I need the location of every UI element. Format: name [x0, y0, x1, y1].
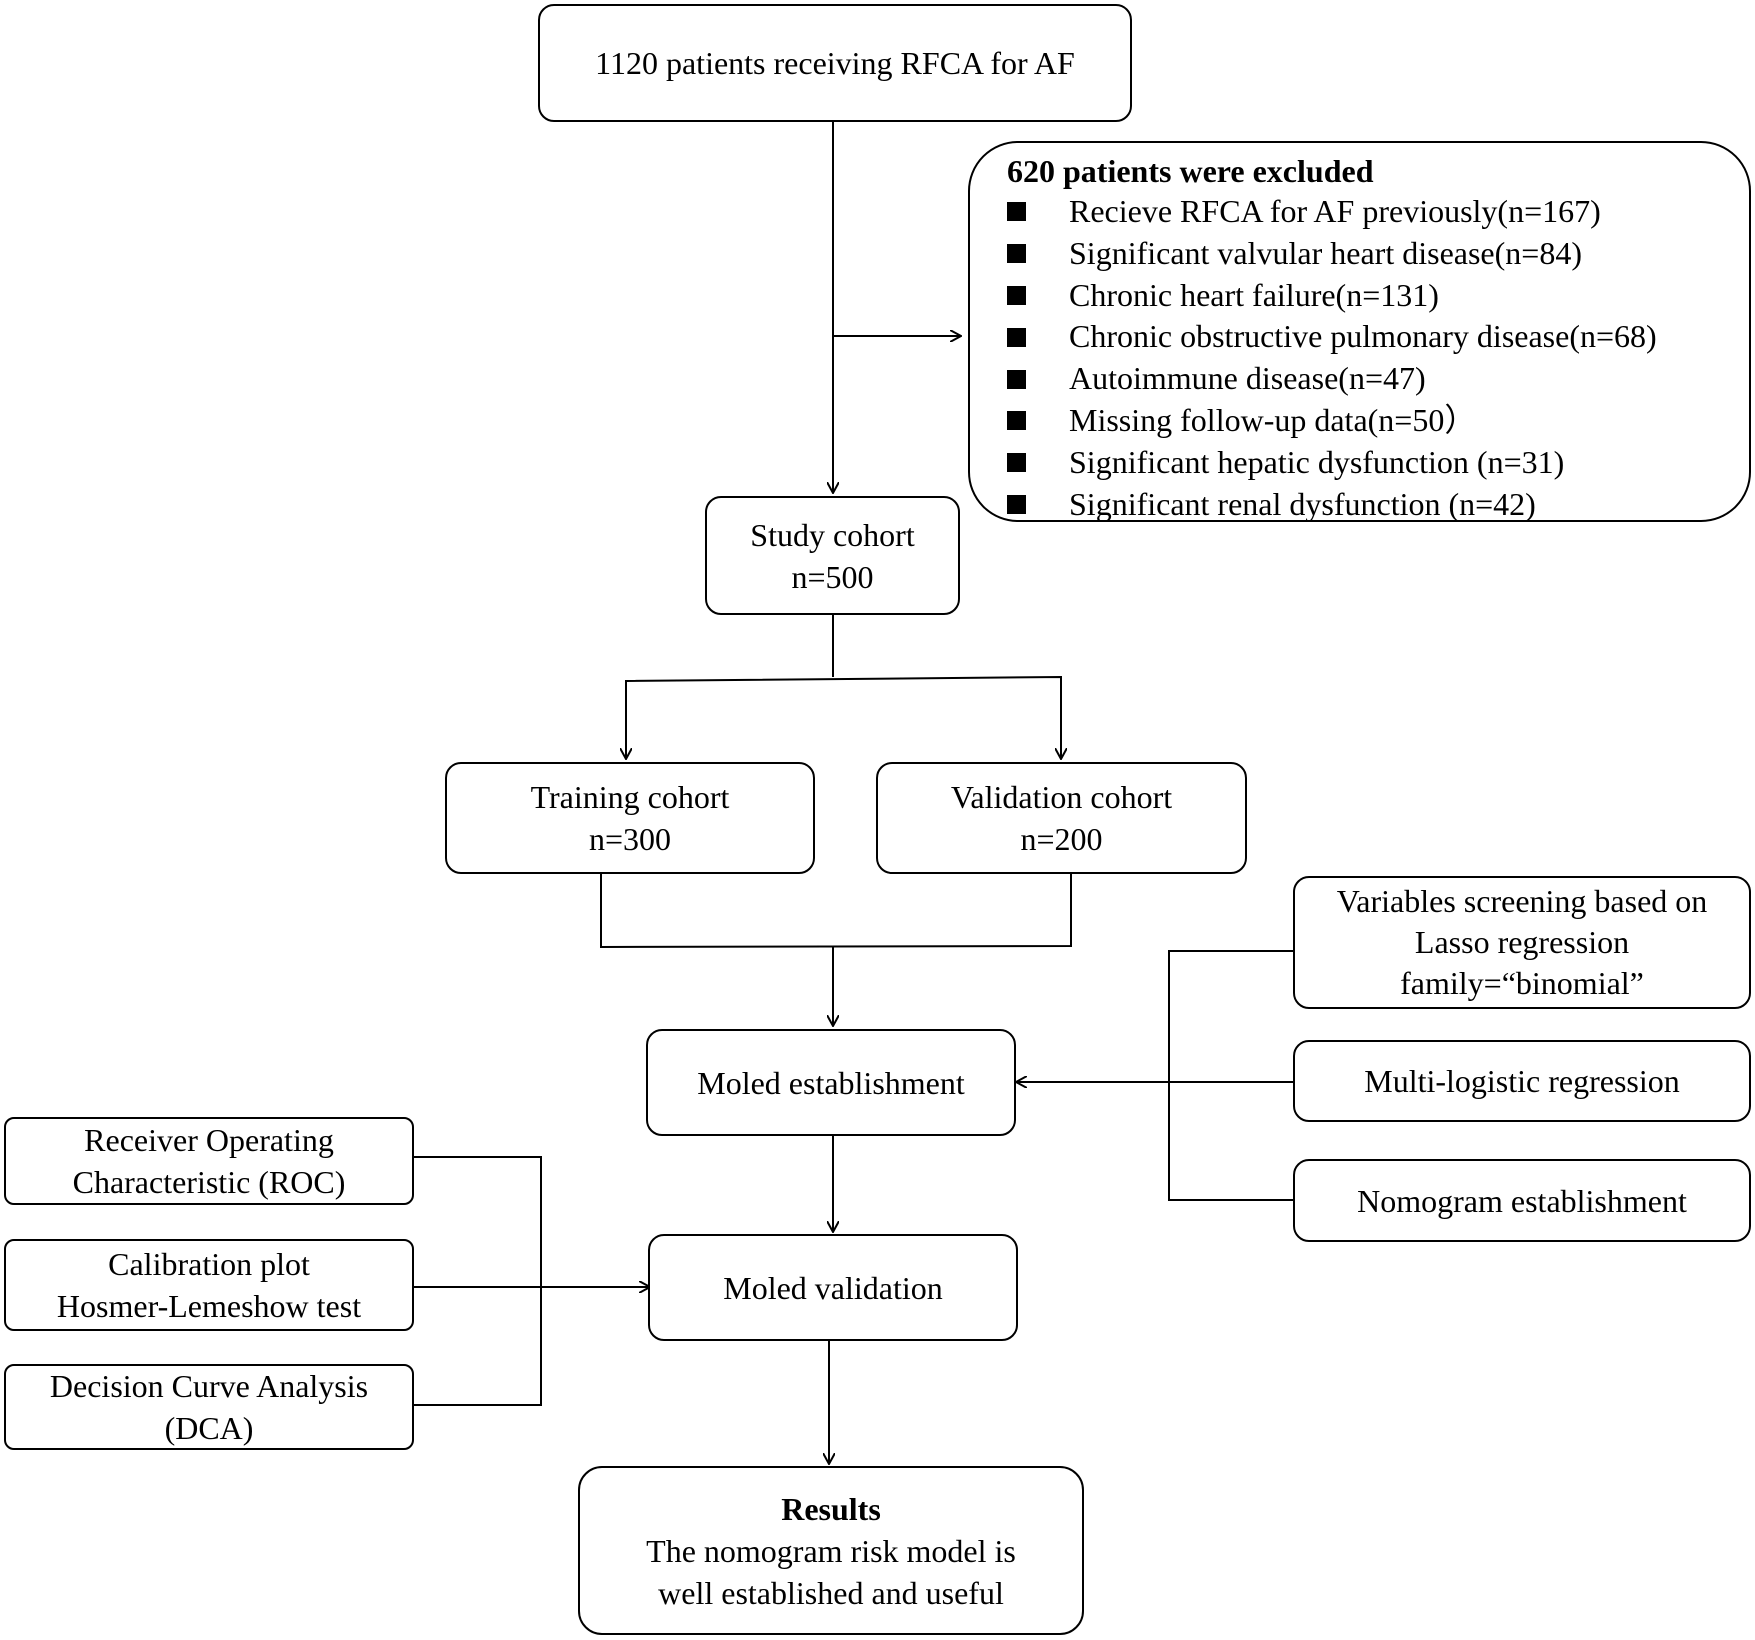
dca-box: Decision Curve Analysis (DCA): [4, 1364, 414, 1450]
line-split: [625, 675, 1062, 759]
exclusion-box: 620 patients were excluded Recieve RFCA …: [968, 141, 1751, 522]
training-cohort-count: n=300: [588, 821, 672, 857]
bullet-square-icon: [1007, 411, 1026, 431]
bullet-square-icon: [1007, 327, 1026, 347]
validation-cohort-box: Validation cohort n=200: [876, 762, 1247, 874]
roc-box: Receiver Operating Characteristic (ROC): [4, 1117, 414, 1205]
exclusion-item: Significant renal dysfunction (n=42): [1007, 484, 1749, 526]
training-cohort-label: Training cohort: [530, 779, 730, 815]
exclusion-item: Autoimmune disease(n=47): [1007, 358, 1749, 400]
nomogram-box: Nomogram establishment: [1293, 1159, 1751, 1242]
line-methods-bracket: [1168, 950, 1294, 1201]
exclusion-item: Recieve RFCA for AF previously(n=167): [1007, 191, 1749, 233]
bullet-square-icon: [1007, 494, 1026, 514]
line-merge: [600, 874, 1072, 949]
calibration-box: Calibration plot Hosmer-Lemeshow test: [4, 1239, 414, 1331]
exclusion-item: Significant valvular heart disease(n=84): [1007, 233, 1749, 275]
bullet-square-icon: [1007, 285, 1026, 305]
bullet-square-icon: [1007, 244, 1026, 264]
results-box: Results The nomogram risk model is well …: [578, 1466, 1084, 1635]
study-cohort-label: Study cohort: [750, 516, 915, 553]
study-cohort-box: Study cohort n=500: [705, 496, 960, 615]
model-validation-box: Moled validation: [648, 1234, 1018, 1341]
model-establishment-box: Moled establishment: [646, 1029, 1016, 1136]
bullet-square-icon: [1007, 369, 1026, 389]
results-title: Results: [781, 1490, 881, 1527]
total-patients-box: 1120 patients receiving RFCA for AF: [538, 4, 1132, 122]
training-cohort-box: Training cohort n=300: [445, 762, 815, 874]
validation-cohort-count: n=200: [1020, 821, 1103, 857]
exclusion-item: Missing follow-up data(n=50）: [1007, 400, 1749, 442]
exclusion-title: 620 patients were excluded: [1007, 153, 1374, 189]
total-patients-label: 1120 patients receiving RFCA for AF: [595, 45, 1075, 81]
validation-cohort-label: Validation cohort: [950, 779, 1173, 815]
line-evaluation-bracket: [413, 1156, 542, 1406]
exclusion-item: Chronic obstructive pulmonary disease(n=…: [1007, 316, 1749, 358]
bullet-square-icon: [1007, 453, 1026, 473]
lasso-box: Variables screening based on Lasso regre…: [1293, 876, 1751, 1009]
exclusion-item: Significant hepatic dysfunction (n=31): [1007, 442, 1749, 484]
exclusion-item: Chronic heart failure(n=131): [1007, 275, 1749, 317]
bullet-square-icon: [1007, 202, 1026, 222]
study-cohort-count: n=500: [791, 558, 874, 595]
logistic-regression-box: Multi-logistic regression: [1293, 1040, 1751, 1122]
